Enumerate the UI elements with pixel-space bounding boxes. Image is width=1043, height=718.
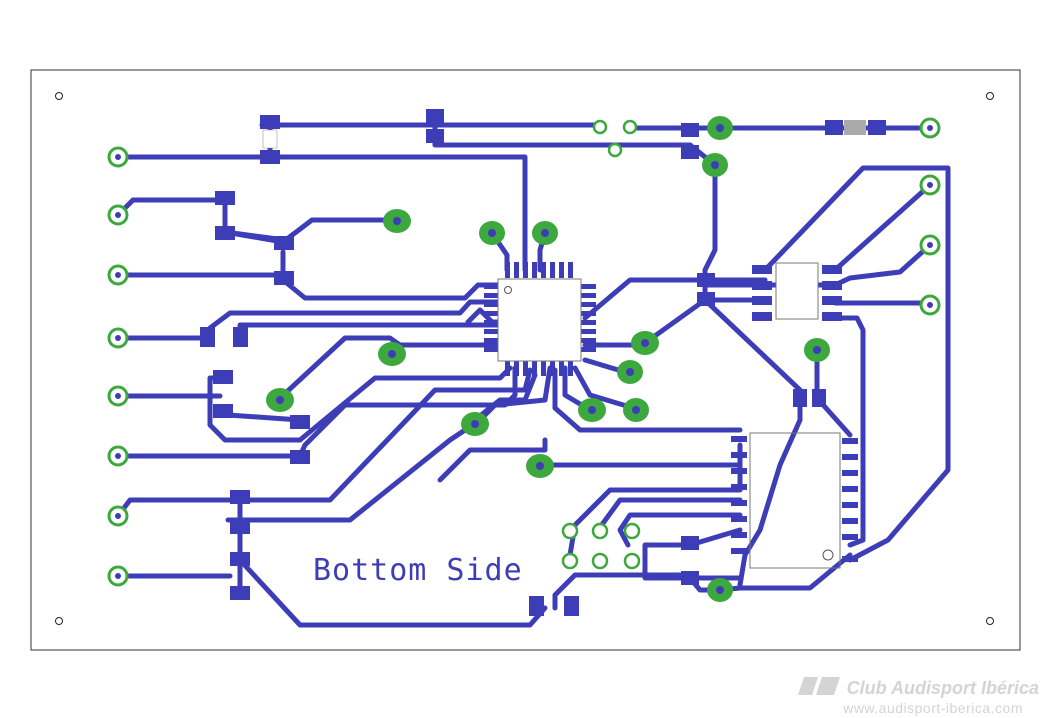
- smd-bodies: [262, 120, 866, 149]
- small-pads: [561, 119, 641, 570]
- bottom-side-label: Bottom Side: [313, 553, 523, 588]
- mounting-holes: [55, 92, 994, 625]
- watermark-logo: [798, 677, 840, 695]
- so20-chip: [731, 432, 858, 569]
- connector-pad-centers: [115, 125, 933, 579]
- so8-chip: [775, 262, 819, 320]
- watermark-title: Club Audisport Ibérica: [846, 678, 1039, 698]
- watermark-url: www.audisport-iberica.com: [843, 700, 1023, 716]
- qfp-chip: [484, 262, 596, 376]
- smd-pads: [200, 109, 886, 616]
- vias: [266, 116, 830, 602]
- board-outline: [30, 69, 1021, 651]
